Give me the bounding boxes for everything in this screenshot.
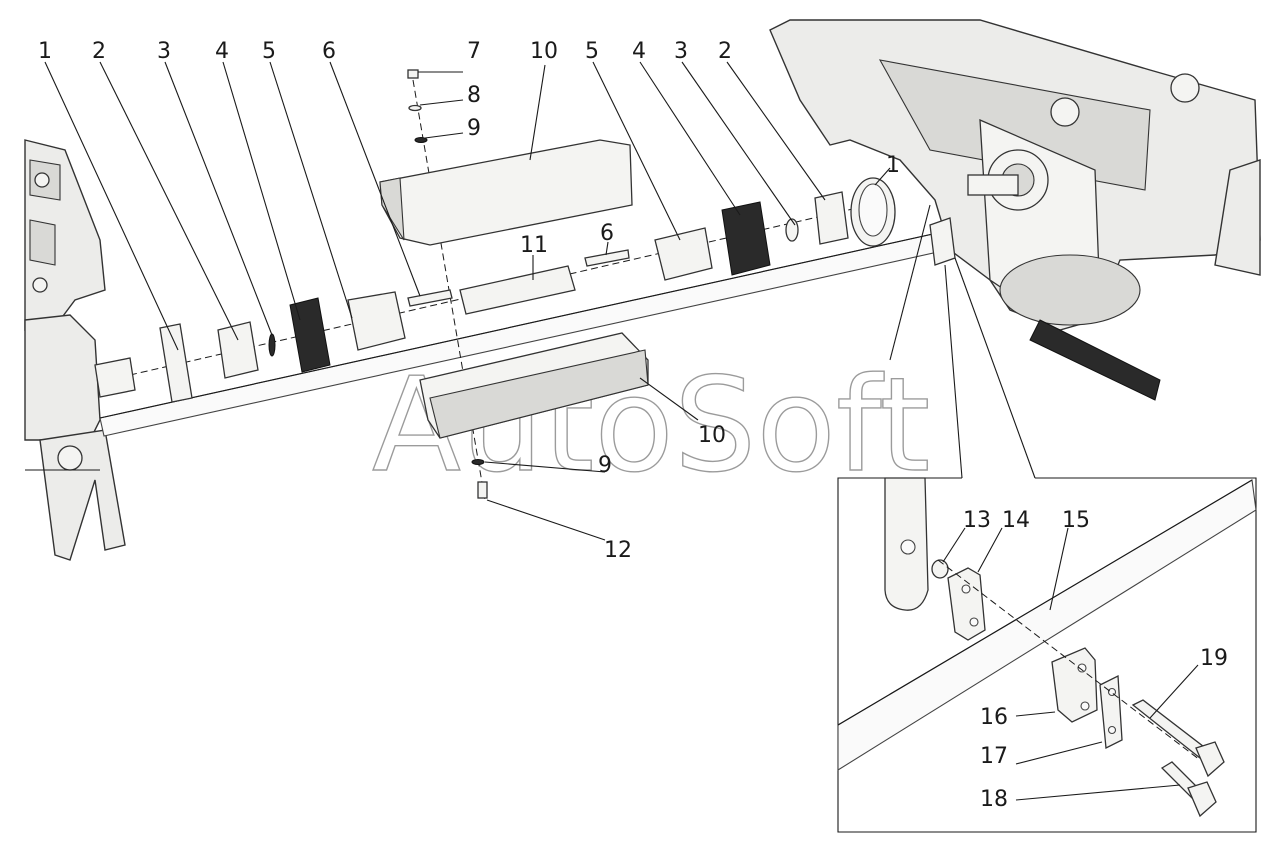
callout-7: 7 [467,39,481,64]
callout-12: 12 [604,538,632,563]
key-part-6-right [584,249,630,267]
callout-4-right: 4 [632,39,646,64]
callout-2-left: 2 [92,39,106,64]
hub-part-5-right [654,227,713,281]
callout-16: 16 [980,705,1008,730]
clamp-half-part-16 [1051,647,1098,723]
callout-9-lower: 9 [598,453,612,478]
center-part-group [379,69,649,499]
callout-10-lower: 10 [698,423,726,448]
callout-1-right: 1 [886,153,900,178]
ring-part-3-right [785,218,799,242]
callout-labels-main: 1 2 3 4 5 6 7 8 9 10 5 4 3 2 1 11 6 10 9… [38,39,900,563]
sprocket-part-2-right [814,191,849,245]
chain-sprocket-part-4-right [721,201,771,276]
callout-5-right: 5 [585,39,599,64]
plate-part-17 [1099,674,1123,750]
sleeve-part-11 [459,265,576,315]
callout-13: 13 [963,508,991,533]
left-part-group [94,289,453,403]
callout-leaders-main [44,61,891,541]
callout-10-upper: 10 [530,39,558,64]
callout-1-left: 1 [38,39,52,64]
spacer-part-1-left [159,323,193,403]
callout-6-right: 6 [600,221,614,246]
callout-9-upper: 9 [467,116,481,141]
ring-part-3-left [268,333,276,357]
callout-19: 19 [1200,646,1228,671]
chain-sprocket-part-4-left [289,297,331,373]
callout-5-left: 5 [262,39,276,64]
callout-17: 17 [980,744,1008,769]
upper-guard-part-10 [379,139,633,246]
sprocket-part-2-left [217,321,259,379]
callout-3-right: 3 [674,39,688,64]
detail-inset [837,257,1257,833]
callout-14: 14 [1002,508,1030,533]
clamp-half-part-14 [947,567,986,641]
callout-11: 11 [520,233,548,258]
callout-3-left: 3 [157,39,171,64]
callout-8: 8 [467,83,481,108]
callout-15: 15 [1062,508,1090,533]
right-machinery [769,19,1261,401]
right-part-group [654,177,896,281]
washer-part-13 [931,559,949,579]
callout-2-right: 2 [718,39,732,64]
callout-labels-detail: 13 14 15 16 17 18 19 [963,508,1228,812]
key-part-6-left [407,289,453,307]
callout-18: 18 [980,787,1008,812]
hub-part-5-left [347,291,406,351]
callout-4-left: 4 [215,39,229,64]
callout-6-left: 6 [322,39,336,64]
left-frame [24,139,126,561]
